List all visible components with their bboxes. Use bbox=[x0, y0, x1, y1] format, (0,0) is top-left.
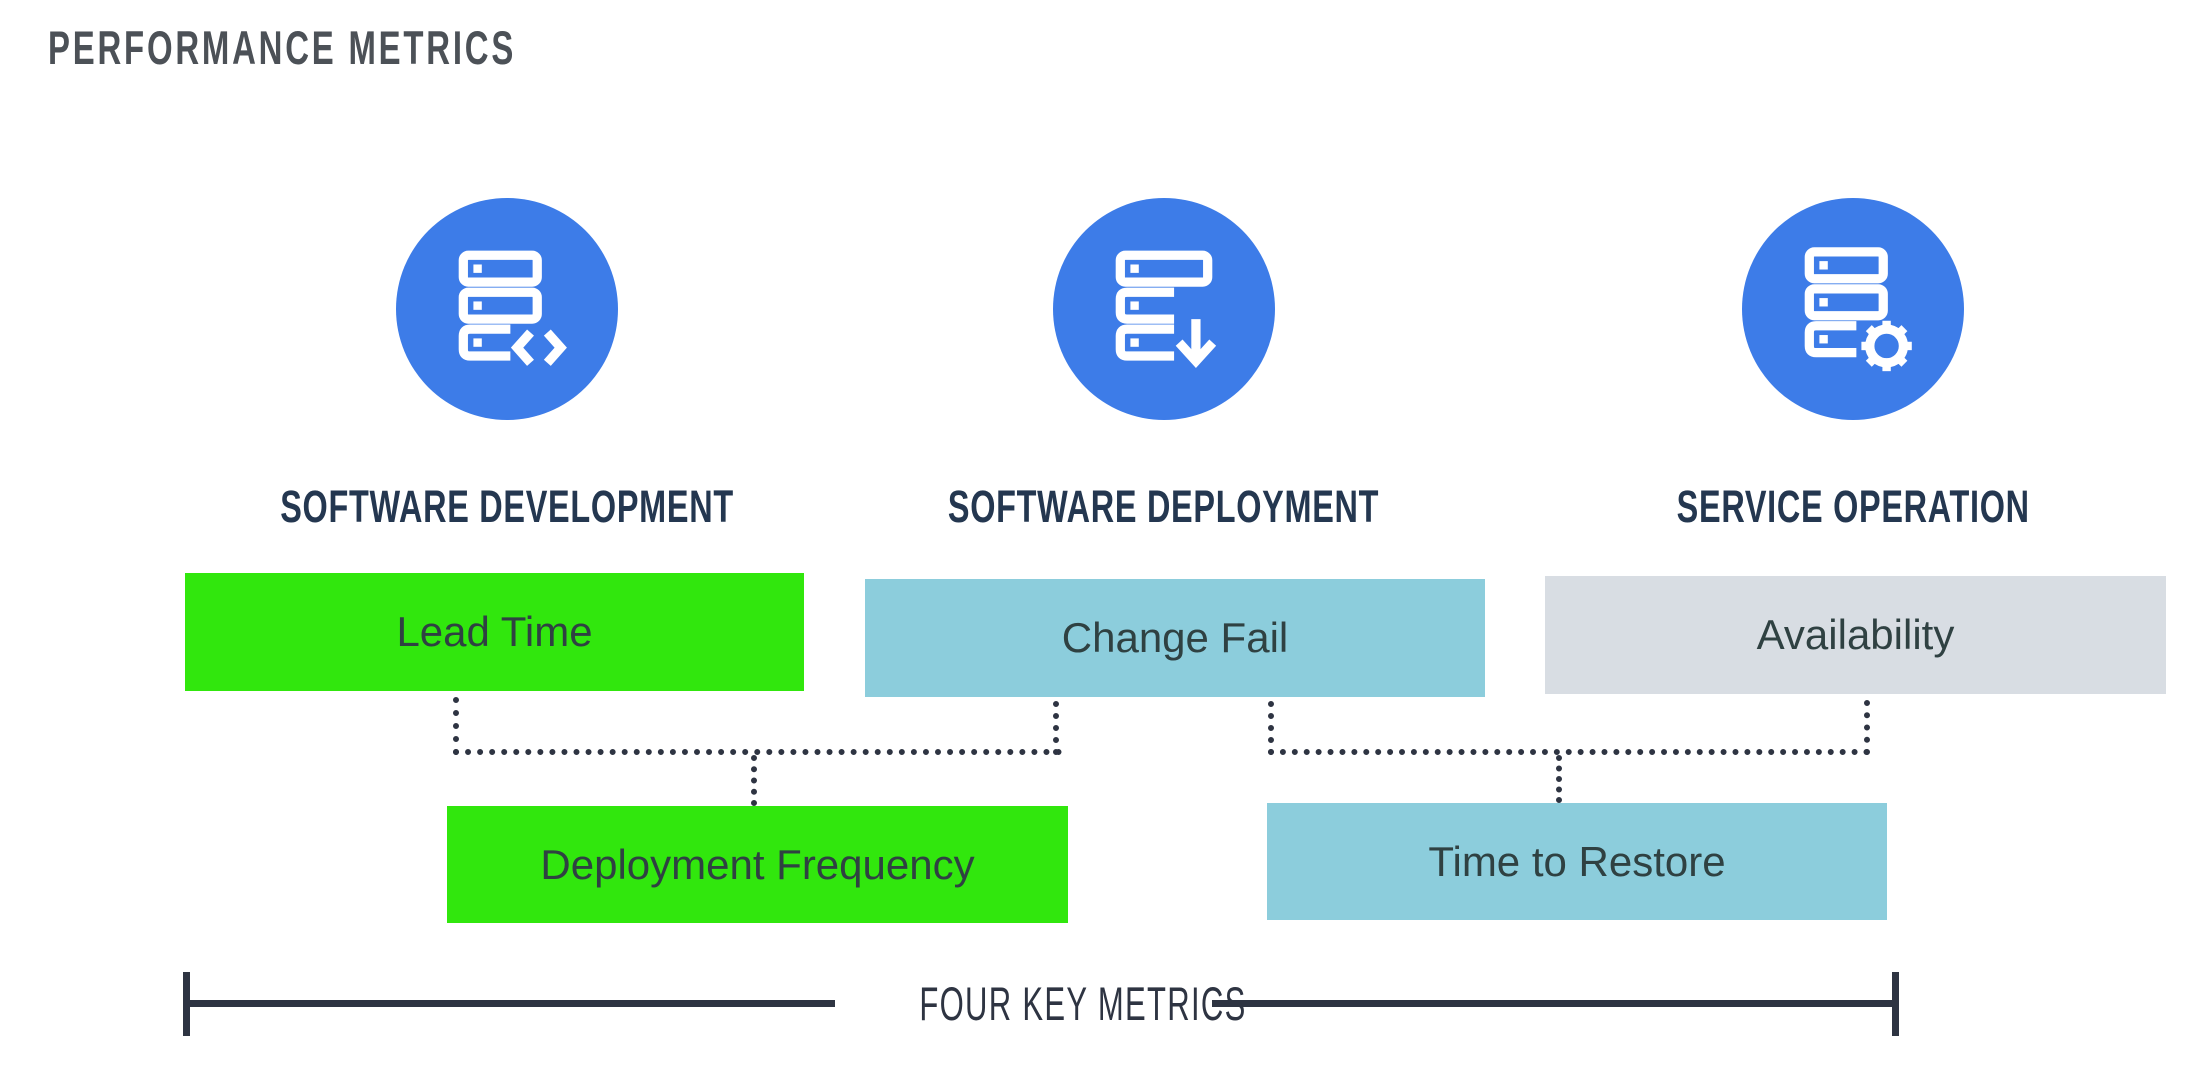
metric-bar-label: Availability bbox=[1756, 611, 1955, 658]
server-code-icon bbox=[458, 250, 567, 366]
column-heading-text: SOFTWARE DEVELOPMENT bbox=[280, 481, 734, 532]
column-heading-software-development: SOFTWARE DEVELOPMENT bbox=[157, 480, 857, 534]
page-title-text: PERFORMANCE METRICS bbox=[48, 21, 517, 74]
bracket-left-cap bbox=[183, 972, 190, 1036]
metric-bar-change-fail: Change Fail bbox=[865, 579, 1485, 697]
metric-bar-label: Deployment Frequency bbox=[540, 840, 975, 888]
software-deployment-icon-circle bbox=[1053, 198, 1275, 420]
connector-availability-down bbox=[1864, 700, 1870, 755]
connector-time-to-restore-drop bbox=[1556, 755, 1562, 803]
server-gear-icon bbox=[1804, 247, 1912, 372]
connector-left-horizontal bbox=[453, 749, 1062, 755]
bracket-left-line bbox=[190, 1000, 835, 1007]
metric-bar-time-to-restore: Time to Restore bbox=[1267, 803, 1887, 920]
connector-lead-time-down bbox=[453, 697, 459, 755]
four-key-metrics-label: FOUR KEY METRICS bbox=[835, 976, 1245, 1032]
four-key-metrics-text: FOUR KEY METRICS bbox=[919, 977, 1247, 1030]
metric-bar-deployment-frequency: Deployment Frequency bbox=[447, 806, 1068, 923]
metric-bar-label: Time to Restore bbox=[1428, 837, 1726, 885]
connector-change-fail-left-down bbox=[1053, 701, 1059, 755]
service-operation-icon-circle bbox=[1742, 198, 1964, 420]
column-heading-text: SERVICE OPERATION bbox=[1676, 481, 2030, 532]
column-heading-software-deployment: SOFTWARE DEPLOYMENT bbox=[814, 480, 1514, 534]
metric-bar-label: Lead Time bbox=[396, 608, 593, 655]
server-download-icon bbox=[1115, 250, 1217, 368]
column-heading-service-operation: SERVICE OPERATION bbox=[1503, 480, 2188, 534]
software-development-icon-circle bbox=[396, 198, 618, 420]
page-title: PERFORMANCE METRICS bbox=[48, 20, 717, 75]
connector-right-horizontal bbox=[1268, 749, 1870, 755]
metric-bar-availability: Availability bbox=[1545, 576, 2166, 694]
connector-change-fail-right-down bbox=[1268, 701, 1274, 755]
column-heading-text: SOFTWARE DEPLOYMENT bbox=[948, 481, 1380, 532]
connector-deployment-frequency-drop bbox=[751, 755, 757, 806]
bracket-right-cap bbox=[1892, 972, 1899, 1036]
metric-bar-label: Change Fail bbox=[1061, 614, 1289, 661]
bracket-right-line bbox=[1212, 1000, 1892, 1007]
metric-bar-lead-time: Lead Time bbox=[185, 573, 804, 691]
